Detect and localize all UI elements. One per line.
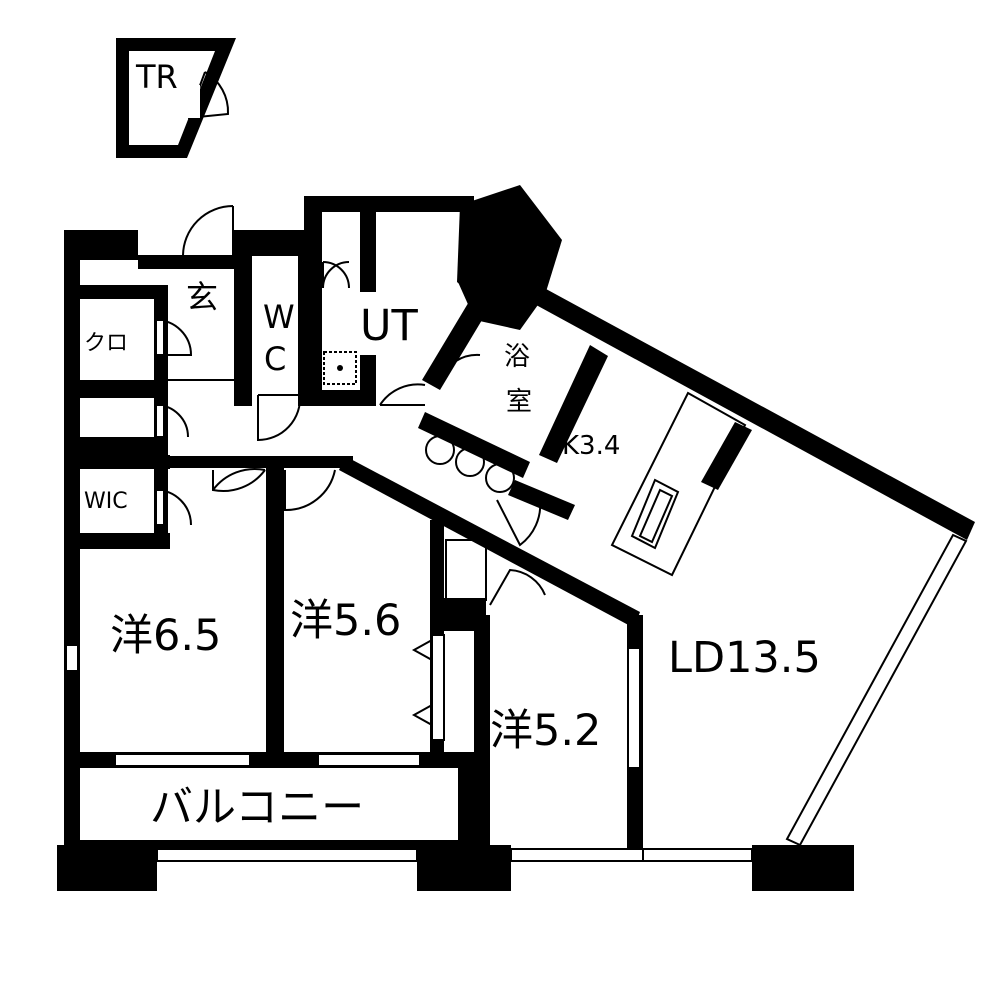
utility-label: UT [360,301,418,351]
hall-lines [168,254,298,381]
western-room-3-label: 洋5.2 [490,706,601,756]
wic-label: WIC [84,489,128,514]
room-5-6-closet[interactable] [411,634,445,741]
kitchen-counter [610,391,747,577]
bath-label-2: 室 [506,387,532,417]
trunk-room [116,38,236,158]
closet-doors[interactable] [155,319,193,526]
western-room-2-label: 洋5.6 [290,596,401,646]
floor-drain-icon [323,351,357,385]
left-windows [65,644,79,672]
kitchen-label: K3.4 [562,431,620,461]
toilet-label-c: C [264,340,286,378]
living-dining-label: LD13.5 [668,633,821,683]
entrance-label: 玄 [186,278,218,316]
balcony-windows [156,848,753,862]
doors[interactable] [182,205,546,606]
ld-window [785,533,968,847]
bedroom-windows [114,647,641,769]
closets [80,285,170,549]
western-room-1-label: 洋6.5 [110,611,221,661]
trunk-room-label: TR [135,58,178,96]
storage-5-2 [445,539,487,601]
closet-label: クロ [84,331,128,356]
toilet-label-w: W [263,298,295,336]
balcony-label: バルコニー [150,783,364,833]
bath-label-1: 浴 [504,342,530,372]
balcony-pillars [57,845,854,891]
outer-walls [64,185,975,845]
